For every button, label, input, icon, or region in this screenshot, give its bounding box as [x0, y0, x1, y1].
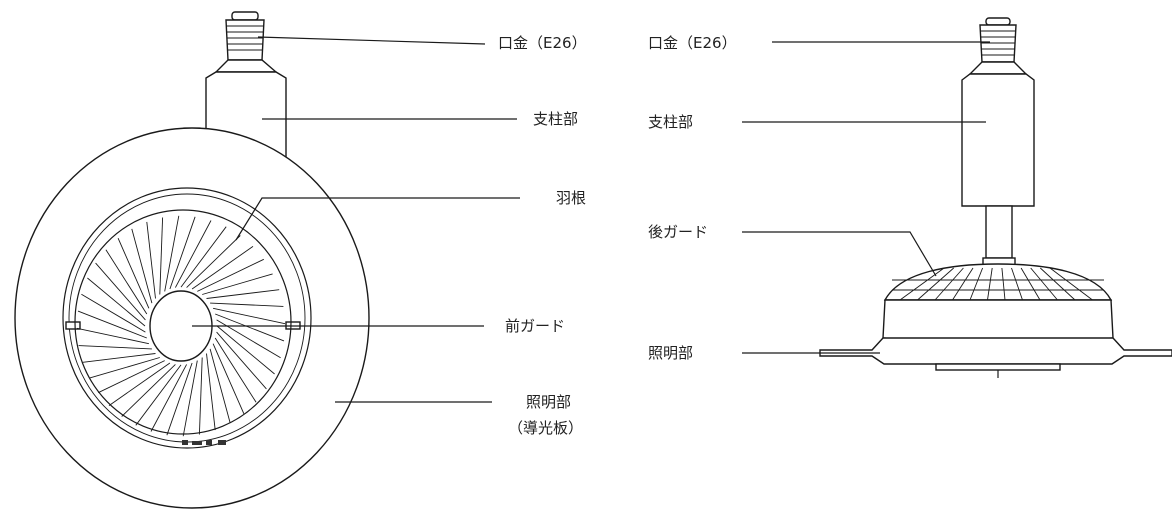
leader-front-base: [257, 36, 486, 45]
label-front-guard: 前ガード: [505, 317, 566, 335]
blade-line: [180, 226, 227, 288]
blade-line: [182, 360, 198, 437]
front-logo-mark: [182, 440, 226, 445]
leader-side-rear-guard: [742, 231, 937, 277]
blade-line: [216, 331, 267, 390]
blade-line: [212, 343, 245, 414]
blade-line: [108, 362, 171, 406]
blade-line: [105, 249, 148, 315]
blade-line: [209, 348, 231, 424]
blade-line: [146, 221, 156, 299]
blade-line: [95, 262, 146, 321]
blade-line: [206, 353, 216, 431]
blade-line: [166, 362, 193, 436]
blade-line: [82, 353, 156, 363]
side-socket-base: [968, 17, 1028, 75]
blade-line: [206, 289, 280, 299]
label-side-lighting: 照明部: [648, 344, 694, 362]
guard-rib: [899, 267, 945, 301]
leader-front-blade: [235, 197, 520, 241]
side-lighting-plate: [819, 337, 1172, 365]
blade-line: [216, 325, 275, 375]
blade-line: [150, 364, 187, 432]
label-front-column: 支柱部: [533, 110, 579, 128]
guard-rib: [1039, 267, 1076, 301]
guard-rib: [934, 267, 964, 301]
blade-line: [186, 235, 241, 288]
blade-line: [210, 302, 284, 307]
blade-line: [117, 238, 150, 309]
blade-line: [98, 360, 165, 394]
label-front-blade: 羽根: [556, 189, 587, 207]
blade-line: [121, 364, 176, 417]
blade-line: [215, 313, 285, 342]
front-view-illustration: [14, 11, 520, 509]
label-side-rear-guard: 後ガード: [648, 223, 709, 241]
side-body: [882, 299, 1114, 342]
blade-line: [159, 217, 164, 295]
guard-rib: [1020, 267, 1041, 301]
guard-rib: [1030, 267, 1058, 301]
blade-line: [214, 337, 257, 403]
blade-line: [164, 215, 180, 292]
label-front-lighting: 照明部: [526, 393, 572, 411]
blade-line: [77, 310, 147, 339]
blade-line: [78, 345, 152, 350]
front-guard-outline: [74, 209, 292, 435]
side-view-illustration: [742, 17, 1172, 378]
guard-rib: [952, 267, 974, 301]
guard-rib: [1001, 267, 1006, 301]
label-front-base: 口金（E26）: [498, 34, 587, 52]
guard-rib: [917, 267, 954, 301]
blade-line: [135, 364, 182, 426]
label-side-column: 支柱部: [648, 113, 694, 131]
front-blade-lines: [76, 215, 286, 437]
front-socket-base: [214, 11, 278, 73]
guard-rib: [1011, 267, 1023, 301]
blade-line: [191, 246, 254, 290]
blade-line: [76, 327, 149, 345]
guard-rib: [1049, 267, 1093, 301]
blade-line: [197, 258, 264, 292]
blade-line: [169, 216, 196, 290]
label-side-base: 口金（E26）: [648, 34, 737, 52]
side-column: [961, 73, 1035, 207]
guard-rib: [969, 267, 984, 301]
guard-rib: [987, 267, 993, 301]
label-front-light-guide: （導光板）: [508, 419, 584, 437]
blade-line: [81, 293, 146, 333]
side-neck: [985, 205, 1013, 259]
blade-line: [87, 277, 146, 327]
blade-line: [175, 220, 212, 288]
front-light-guide-ring: [62, 187, 312, 449]
blade-line: [202, 273, 273, 295]
blade-line: [213, 307, 286, 325]
blade-line: [89, 357, 160, 379]
blade-line: [198, 357, 203, 435]
blade-line: [131, 228, 153, 304]
side-rear-guard: [883, 263, 1113, 301]
